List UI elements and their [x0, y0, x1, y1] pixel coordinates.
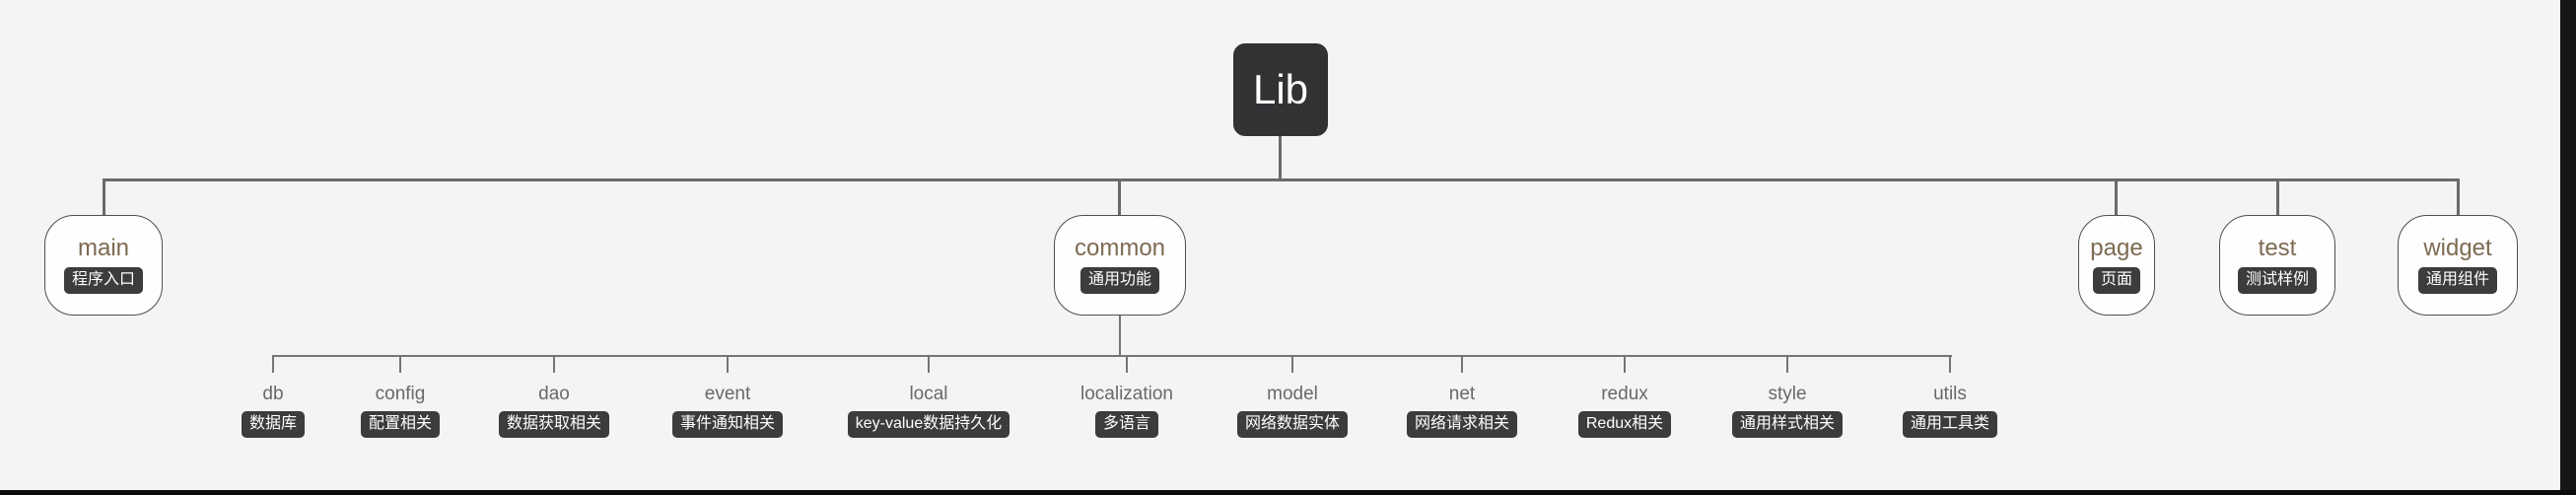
node-widget[interactable]: widget 通用组件	[2398, 215, 2518, 316]
child-label: dao	[538, 384, 570, 404]
node-label: page	[2090, 235, 2143, 261]
connector-stub-widget	[2457, 178, 2460, 215]
child-badge: 多语言	[1094, 411, 1158, 438]
child-node-db[interactable]: db 数据库	[145, 385, 401, 438]
root-node-lib[interactable]: Lib	[1233, 43, 1328, 136]
child-label: db	[262, 384, 284, 404]
node-label: test	[2258, 235, 2297, 261]
connector-stub-net	[1461, 355, 1463, 373]
node-page[interactable]: page 页面	[2078, 215, 2155, 316]
connector-stub-page	[2115, 178, 2118, 215]
node-badge: 程序入口	[63, 267, 143, 294]
child-badge: 网络数据实体	[1236, 411, 1348, 438]
child-label: config	[375, 384, 426, 404]
child-badge: 通用样式相关	[1731, 411, 1843, 438]
root-node-label: Lib	[1252, 66, 1309, 112]
connector-stub-db	[272, 355, 274, 373]
node-common[interactable]: common 通用功能	[1054, 215, 1186, 316]
node-badge: 通用功能	[1079, 267, 1159, 294]
node-label: main	[77, 235, 130, 261]
child-badge: key-value数据持久化	[847, 411, 1010, 438]
connector-level1-rail	[104, 178, 2460, 181]
node-main[interactable]: main 程序入口	[44, 215, 163, 316]
child-badge: 数据库	[241, 411, 305, 438]
node-badge: 页面	[2092, 267, 2140, 294]
child-badge: 网络请求相关	[1406, 411, 1517, 438]
connector-stub-main	[103, 178, 105, 215]
connector-common-drop	[1119, 316, 1121, 356]
connector-stub-model	[1291, 355, 1293, 373]
child-label: net	[1448, 384, 1476, 404]
connector-stub-utils	[1949, 355, 1951, 373]
connector-stub-config	[399, 355, 401, 373]
right-edge-band	[2560, 0, 2576, 495]
connector-stub-localization	[1126, 355, 1128, 373]
child-label: redux	[1601, 384, 1648, 404]
child-node-model[interactable]: model 网络数据实体	[1164, 385, 1421, 438]
child-badge: 数据获取相关	[498, 411, 609, 438]
child-node-event[interactable]: event 事件通知相关	[599, 385, 856, 438]
connector-root-drop	[1279, 136, 1282, 181]
child-badge: 配置相关	[360, 411, 440, 438]
child-node-style[interactable]: style 通用样式相关	[1659, 385, 1915, 438]
bottom-edge-bar	[0, 490, 2576, 495]
connector-stub-redux	[1624, 355, 1626, 373]
connector-stub-event	[727, 355, 729, 373]
connector-stub-test	[2276, 178, 2279, 215]
child-label: utils	[1933, 384, 1967, 404]
connector-stub-common	[1118, 178, 1121, 215]
child-label: local	[909, 384, 948, 404]
node-badge: 测试样例	[2237, 267, 2317, 294]
child-node-redux[interactable]: redux Redux相关	[1497, 385, 1753, 438]
child-label: localization	[1080, 384, 1173, 404]
child-node-local[interactable]: local key-value数据持久化	[801, 385, 1057, 438]
child-badge: 通用工具类	[1902, 411, 1997, 438]
child-node-config[interactable]: config 配置相关	[272, 385, 528, 438]
connector-stub-dao	[553, 355, 555, 373]
child-node-utils[interactable]: utils 通用工具类	[1822, 385, 2078, 438]
child-label: model	[1267, 384, 1318, 404]
child-node-dao[interactable]: dao 数据获取相关	[426, 385, 682, 438]
child-node-net[interactable]: net 网络请求相关	[1334, 385, 1590, 438]
node-test[interactable]: test 测试样例	[2219, 215, 2335, 316]
connector-stub-local	[928, 355, 930, 373]
connector-level2-rail	[273, 355, 1952, 357]
node-label: widget	[2423, 235, 2492, 261]
child-label: style	[1768, 384, 1807, 404]
child-badge: 事件通知相关	[671, 411, 783, 438]
child-node-localization[interactable]: localization 多语言	[999, 385, 1255, 438]
child-label: event	[704, 384, 751, 404]
child-badge: Redux相关	[1577, 411, 1672, 438]
node-badge: 通用组件	[2417, 267, 2497, 294]
connector-stub-style	[1786, 355, 1788, 373]
node-label: common	[1074, 235, 1166, 261]
